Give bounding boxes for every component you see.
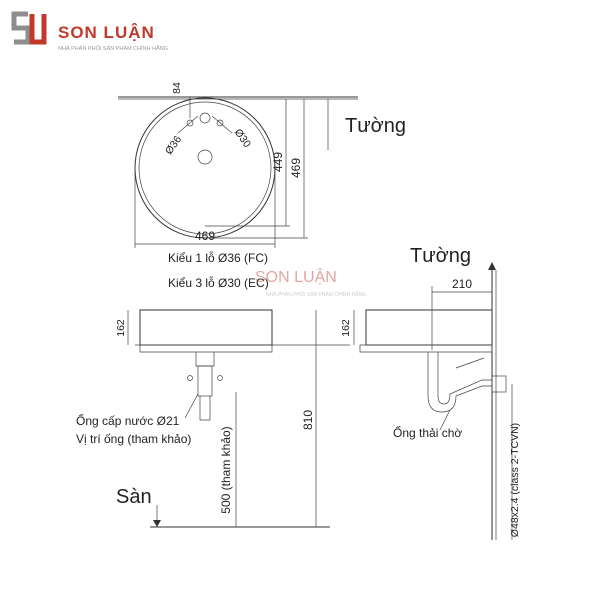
- front-view: 162 810 500 (tham khảo) Ống cấp nước Ø21…: [76, 309, 350, 528]
- faucet-hole-left: [186, 119, 194, 127]
- basin-side: [365, 309, 493, 346]
- wall-label-side: Tường: [410, 245, 471, 267]
- brand-logo: SON LUẬN NHÀ PHÂN PHỐI SẢN PHẨM CHÍNH HÃ…: [6, 6, 206, 56]
- drain-pipe-label: Ống thải chờ: [393, 425, 462, 440]
- dim-width-469: 469: [195, 229, 215, 243]
- watermark-name: SON LUẬN: [255, 267, 337, 286]
- faucet-hole-right: [216, 119, 224, 127]
- watermark-tagline: NHÀ PHÂN PHỐI SẢN PHẨM CHÍNH HÃNG: [266, 291, 366, 298]
- side-view: Tường 210 162 Ống thải chờ Ø48x2.4 (clas…: [340, 245, 521, 540]
- dim-449: 449: [271, 152, 285, 172]
- dim-810: 810: [301, 410, 315, 430]
- dim-500: 500 (tham khảo): [219, 426, 233, 513]
- type-3-hole: Kiểu 3 lỗ Ø30 (EC): [168, 275, 269, 290]
- basin-outline: [134, 97, 276, 239]
- drain-hole: [197, 149, 213, 165]
- basin-front: [139, 309, 273, 346]
- dim-162-front: 162: [115, 319, 127, 337]
- pipe-position-label: Vị trí ống (tham khảo): [76, 432, 191, 446]
- wall-label-top: Tường: [345, 115, 406, 137]
- hole-30-label: Ø30: [232, 127, 253, 150]
- basin-inner-rim: [138, 101, 272, 235]
- type-1-hole: Kiểu 1 lỗ Ø36 (FC): [168, 250, 268, 265]
- drain-pipe-spec: Ø48x2.4 (class 2-TCVN): [509, 423, 521, 537]
- faucet-hole-center: [199, 112, 211, 124]
- floor-label: Sàn: [116, 486, 152, 508]
- dim-210: 210: [452, 277, 472, 291]
- supply-pipe-label: Ống cấp nước Ø21: [76, 413, 180, 428]
- dim-469: 469: [289, 158, 303, 178]
- brand-name: SON LUẬN: [58, 23, 155, 42]
- watermark: SON LUẬN NHÀ PHÂN PHỐI SẢN PHẨM CHÍNH HÃ…: [255, 267, 366, 298]
- top-view: 84 Ø36 Ø30 469 449 469 Tường Kiểu 1 lỗ Ø…: [118, 82, 406, 290]
- hole-36-label: Ø36: [163, 134, 184, 157]
- dim-162-side: 162: [340, 319, 352, 337]
- logo-mark-icon: [11, 11, 47, 45]
- brand-tagline: NHÀ PHÂN PHỐI SẢN PHẨM CHÍNH HÃNG: [58, 46, 169, 52]
- dim-84: 84: [171, 82, 183, 94]
